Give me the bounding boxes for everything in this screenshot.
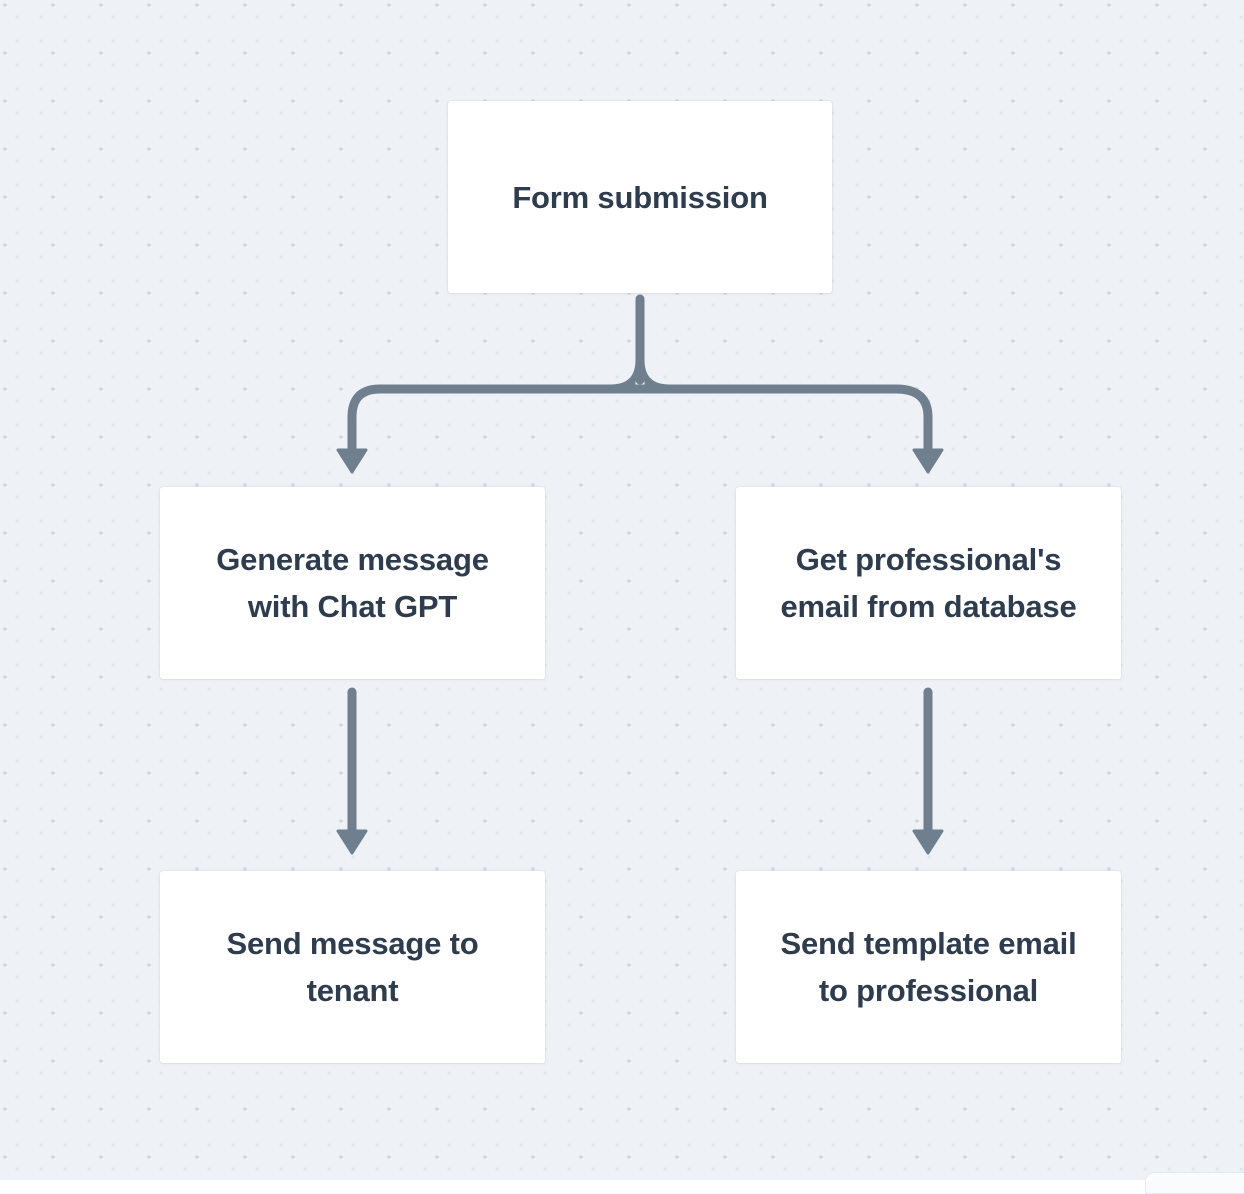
bottom-right-widget[interactable] xyxy=(1145,1172,1244,1194)
edge-get-email-to-send-template[interactable] xyxy=(912,687,944,855)
edge-junction-fillet-right xyxy=(644,360,669,385)
arrowhead-to-send-message xyxy=(336,829,368,855)
node-label: Get professional's email from database xyxy=(780,542,1077,624)
edge-branch-rail[interactable] xyxy=(347,384,933,457)
edge-form-to-branches[interactable] xyxy=(336,294,944,474)
edge-junction-fillet-left xyxy=(611,360,636,385)
node-generate-message[interactable]: Generate message with Chat GPT xyxy=(160,487,545,679)
node-get-email[interactable]: Get professional's email from database xyxy=(736,487,1121,679)
node-send-template-email[interactable]: Send template email to professional xyxy=(736,871,1121,1063)
arrowhead-to-generate-message xyxy=(336,448,368,474)
node-send-message-tenant[interactable]: Send message to tenant xyxy=(160,871,545,1063)
edge-generate-to-send-message[interactable] xyxy=(336,687,368,855)
arrowhead-to-send-template xyxy=(912,829,944,855)
node-label: Send template email to professional xyxy=(780,926,1077,1008)
node-label: Send message to tenant xyxy=(226,926,479,1008)
node-label: Generate message with Chat GPT xyxy=(216,542,489,624)
node-label: Form submission xyxy=(512,179,768,215)
arrowhead-to-get-email xyxy=(912,448,944,474)
node-form-submission[interactable]: Form submission xyxy=(448,101,832,293)
